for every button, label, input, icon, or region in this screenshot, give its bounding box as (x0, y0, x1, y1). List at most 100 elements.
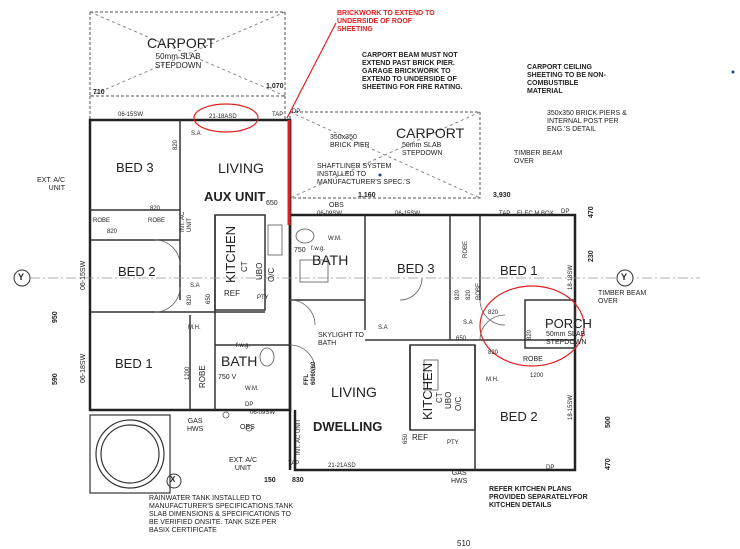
robe-dw-a: ROBE (463, 240, 469, 258)
dim-150: 150 (264, 477, 276, 484)
dim-1070: 1,070 (266, 83, 284, 90)
carport-top-label: CARPORT (147, 35, 216, 51)
tap-label-b: TAP (499, 211, 511, 217)
dim-1200-dw: 1200 (530, 373, 544, 379)
robe-dw-b: ROBE (476, 282, 482, 300)
overhead-cupboard-dw: O/C (454, 396, 463, 411)
robe-aux-c: ROBE (198, 365, 207, 388)
window-18-15sw: 18-15SW (568, 394, 574, 420)
ffl-label: FFL 60/60/60 (304, 361, 317, 385)
carport-ceiling-note: CARPORT CEILING SHEETING TO BE NON- COMB… (527, 64, 606, 96)
carport-right-label: CARPORT (396, 125, 465, 141)
ubo-aux: UBO (255, 262, 264, 280)
kitchen-plans-note: REFER KITCHEN PLANS PROVIDED SEPARATELYF… (489, 486, 588, 510)
window-06-09sw: 06-09SW (317, 211, 343, 217)
int-ac-unit: INT. AC UNIT (180, 211, 193, 232)
smoke-alarm-aux-b: S.A (190, 283, 200, 289)
robe-aux-a: ROBE (93, 218, 111, 224)
dim-820-c: 820 (107, 229, 118, 235)
dim-1200-aux: 1200 (185, 366, 191, 380)
tap-label: TAP (272, 112, 284, 118)
pantry-aux: PTY (257, 295, 269, 301)
window-06-09sw-b: 06-09SW (250, 410, 276, 416)
dim-230: 230 (588, 250, 595, 262)
room-bed2-dw: BED 2 (500, 409, 538, 424)
timber-beam-right: TIMBER BEAM OVER (598, 290, 647, 306)
dim-820-d: 820 (455, 289, 461, 300)
downpipe-label-b: DP (561, 209, 570, 215)
manhole-dw: M.H. (486, 377, 499, 383)
obs-label-b: OBS (240, 424, 255, 431)
shaftliner-note: SHAFTLINER SYSTEM INSTALLED TO MANUFACTU… (317, 163, 411, 187)
room-bed3-dw: BED 3 (397, 261, 435, 276)
dim-710: 710 (93, 89, 105, 96)
manhole-aux: M.H. (188, 325, 201, 331)
carport-right-slab: 50mm SLAB STEPDOWN (402, 142, 443, 158)
dwelling-title: DWELLING (313, 419, 383, 434)
floor-waste-gully: f.w.g. (311, 246, 326, 252)
dim-820-e: 820 (466, 289, 472, 300)
fridge-dw: REF (412, 433, 428, 442)
downpipe-label: DP (292, 109, 301, 115)
carport-beam-note: CARPORT BEAM MUST NOT EXTEND PAST BRICK … (362, 52, 463, 92)
room-kitchen-dw: KITCHEN (420, 362, 435, 420)
robe-aux-b: ROBE (148, 218, 166, 224)
dim-820-b: 820 (150, 206, 161, 212)
skylight-note: SKYLIGHT TO BATH (318, 332, 364, 348)
aux-unit-title: AUX UNIT (204, 189, 266, 204)
window-06-15sw-left: 06-15SW (80, 260, 87, 290)
porch-slab: 50mm SLAB STEPDOWN (546, 331, 587, 347)
carport-top-slab: 50mm SLAB STEPDOWN (155, 52, 202, 71)
ubo-dw: UBO (444, 391, 453, 409)
dim-1160: 1,160 (358, 192, 376, 199)
room-living-dw: LIVING (331, 384, 377, 400)
dim-830: 830 (292, 477, 304, 484)
room-bath-dw: BATH (312, 252, 349, 268)
grid-y-left: Y (18, 272, 25, 282)
room-bath-aux: BATH (221, 353, 258, 369)
room-bed3-aux: BED 3 (116, 160, 154, 175)
dim-750v: 750 V (218, 374, 237, 381)
dim-500: 500 (605, 416, 612, 428)
smoke-alarm-dw: S.A (463, 320, 473, 326)
dim-820-g: 820 (488, 310, 499, 316)
downpipe-dw: DP (546, 465, 555, 471)
tap-label-c: TAP (288, 461, 300, 467)
window-06-15sw: 06-15SW (118, 112, 144, 118)
overhead-cupboard-aux: O/C (267, 267, 276, 282)
smoke-alarm-label: S.A (191, 131, 201, 137)
dim-650-b: 650 (206, 293, 212, 304)
dim-750: 750 (294, 247, 306, 254)
dim-590: 590 (52, 373, 59, 385)
dim-3930: 3,930 (493, 192, 511, 199)
dim-820-h: 820 (488, 350, 499, 356)
dim-470: 470 (588, 206, 595, 218)
gas-hws-left: GAS HWS (187, 418, 204, 434)
int-ac-dw: INT. AC UNIT (296, 418, 302, 455)
dim-920: 820 (527, 329, 533, 340)
dim-650-d: 650 (403, 433, 409, 444)
dim-650-c: 650 (456, 336, 467, 342)
grid-y-right: Y (621, 272, 628, 282)
cooktop-dw: CT (435, 392, 444, 403)
room-bed1-dw: BED 1 (500, 263, 538, 278)
room-kitchen-aux: KITCHEN (223, 225, 238, 283)
window-06-15sw-b: 06-15SW (395, 211, 421, 217)
robe-porch: ROBE (523, 356, 543, 363)
room-living-aux: LIVING (218, 160, 264, 176)
window-06-18sw-left: 06-18SW (80, 353, 87, 383)
dim-820-f: 820 (187, 294, 193, 305)
dim-470-b: 470 (605, 458, 612, 470)
pantry-dw: PTY (447, 440, 459, 446)
window-21-21asd: 21-21ASD (328, 463, 356, 469)
room-porch: PORCH (545, 316, 592, 331)
fridge-aux: REF (224, 289, 240, 298)
floor-waste-gully-aux: f.w.g. (236, 343, 251, 349)
room-bed2-aux: BED 2 (118, 264, 156, 279)
smoke-alarm-dw-b: S.A (378, 325, 388, 331)
obs-label: OBS (329, 202, 344, 209)
brick-pier-label: 350x350 BRICK PIER (330, 134, 370, 150)
rainwater-tank-note: RAINWATER TANK INSTALLED TO MANUFACTURER… (149, 495, 294, 535)
elec-meter-box: ELEC.M.BOX (517, 211, 554, 217)
